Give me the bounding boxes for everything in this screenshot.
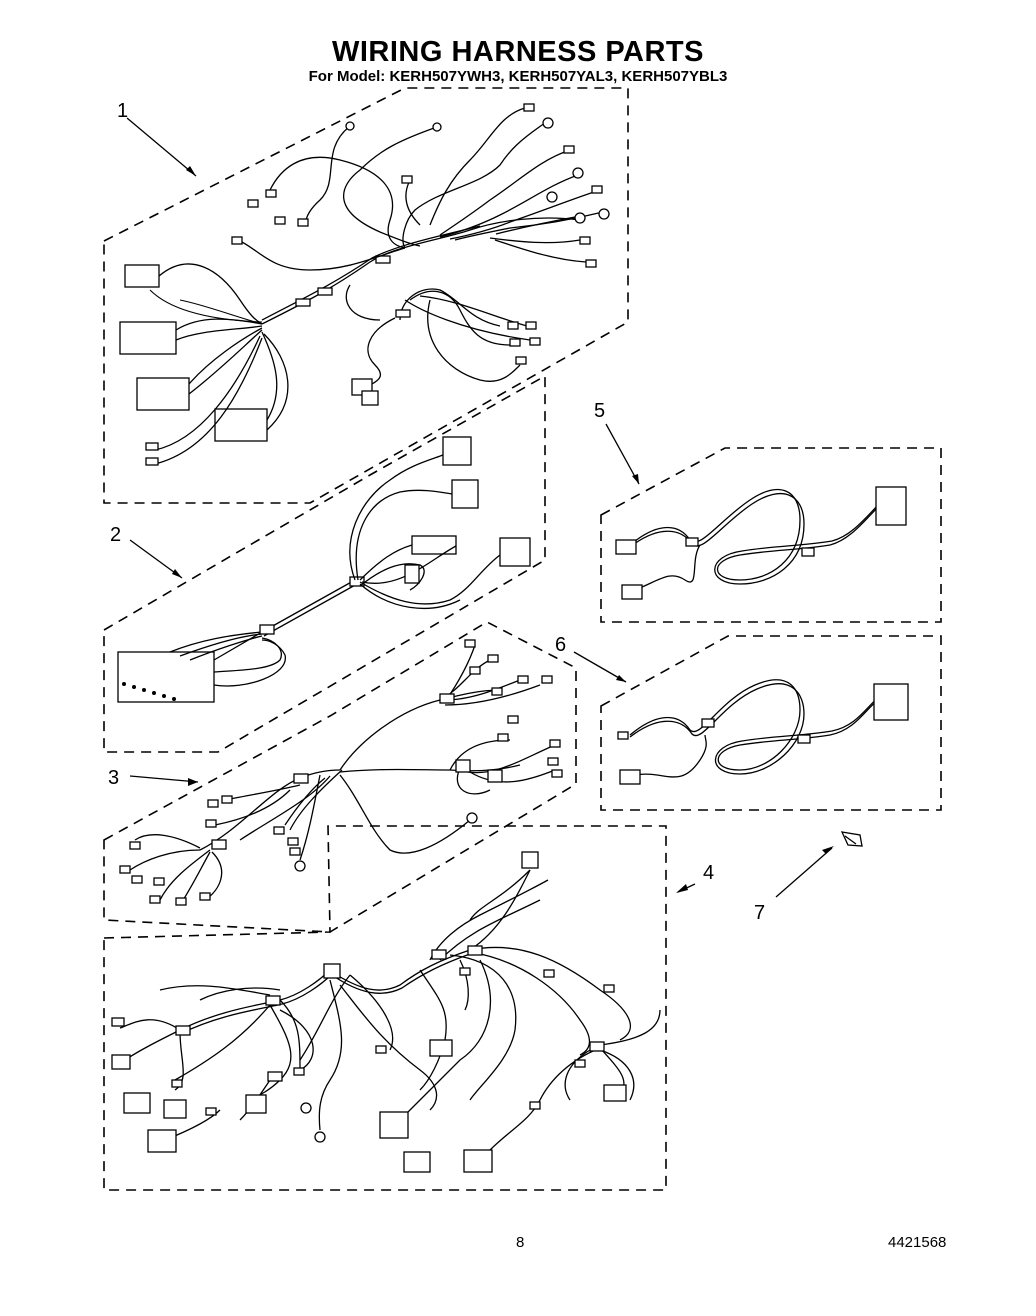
callout-7: 7 bbox=[754, 902, 766, 924]
callout-5: 5 bbox=[594, 400, 606, 422]
callout-4: 4 bbox=[703, 862, 715, 884]
callout-2: 2 bbox=[110, 524, 122, 546]
page-number: 8 bbox=[516, 1234, 525, 1251]
harness-part-2 bbox=[103, 374, 546, 753]
page-title: WIRING HARNESS PARTS bbox=[332, 36, 704, 68]
harness-part-6 bbox=[573, 635, 942, 811]
callout-3: 3 bbox=[108, 767, 120, 789]
model-subtitle: For Model: KERH507YWH3, KERH507YAL3, KER… bbox=[308, 68, 728, 85]
document-number: 4421568 bbox=[888, 1234, 947, 1251]
harness-part-1 bbox=[103, 87, 629, 504]
callout-1: 1 bbox=[117, 100, 129, 122]
callout-6: 6 bbox=[555, 634, 567, 656]
harness-part-4 bbox=[103, 825, 696, 1191]
harness-part-5 bbox=[600, 423, 942, 623]
harness-part-7-clip bbox=[775, 831, 863, 898]
harness-part-3 bbox=[103, 621, 577, 933]
